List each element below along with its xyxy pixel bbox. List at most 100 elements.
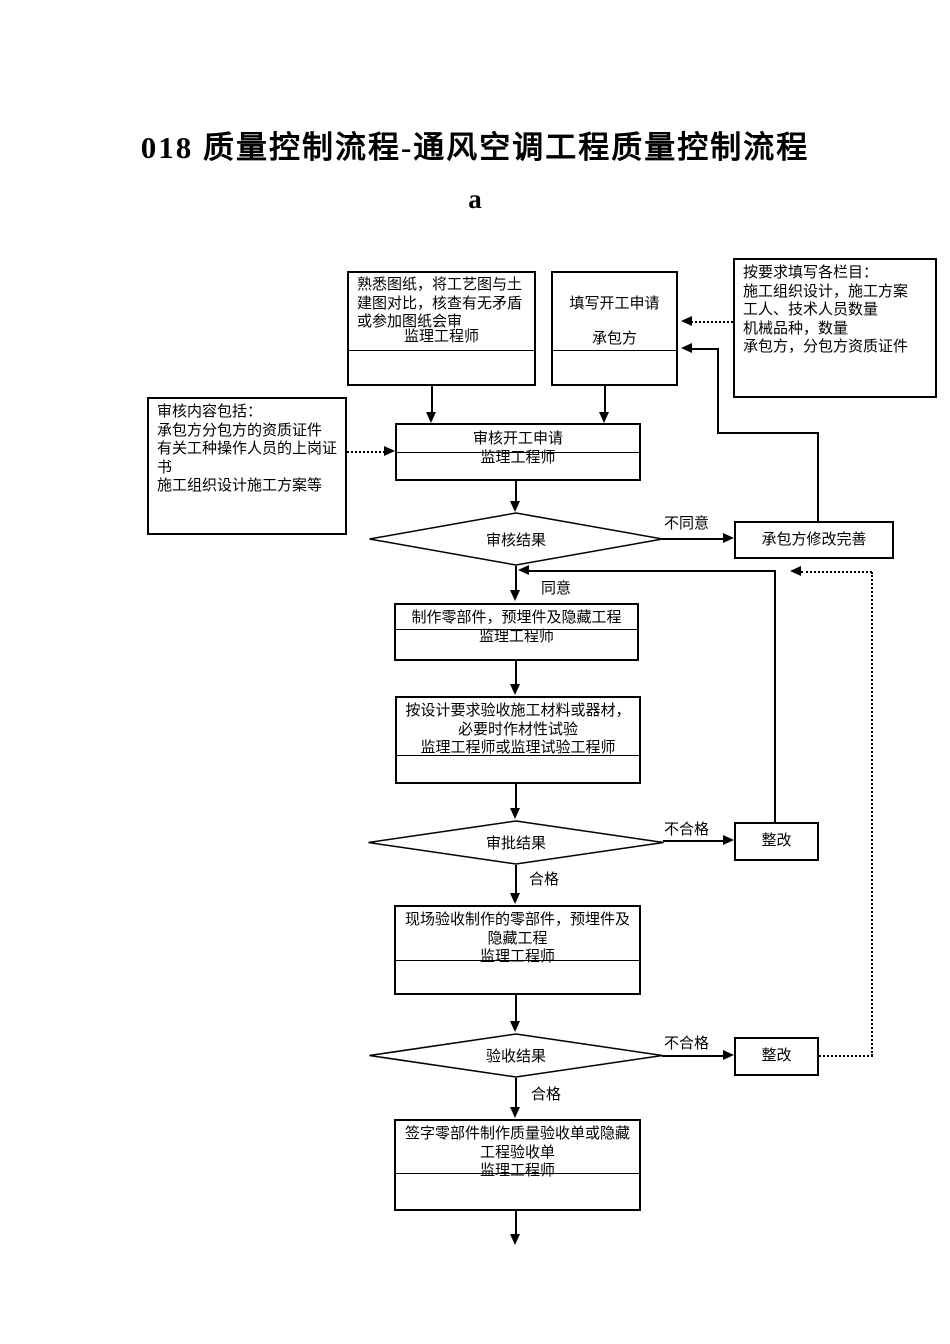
box-text-line: 或参加图纸会审 (357, 314, 463, 330)
decision-approval-result: 审批结果 (367, 820, 665, 865)
feedback-modify-horizontal-2 (691, 348, 719, 350)
connector-pass-to-site (515, 865, 517, 894)
box-divider (349, 350, 534, 351)
flow-box-rectify-1: 整改 (734, 822, 819, 861)
note-text-line: 承包方分包方的资质证件 (157, 422, 323, 439)
diamond-shape (368, 820, 664, 865)
box-text-line: 熟悉图纸，将工艺图与土 (357, 277, 523, 293)
box-text-line: 现场验收制作的零部件，预埋件及 (404, 912, 630, 928)
feedback-rectify-1-horizontal (528, 570, 776, 572)
decision-review-result: 审核结果 (368, 512, 664, 566)
arrowhead-down (510, 684, 520, 695)
connector-sign-to-next (515, 1211, 517, 1236)
decision-label: 验收结果 (485, 1049, 546, 1065)
edge-label-fail-2: 不合格 (664, 1036, 710, 1052)
flow-box-site-acceptance: 现场验收制作的零部件，预埋件及 隐藏工程 监理工程师 (394, 905, 641, 995)
box-divider (397, 755, 639, 756)
flow-box-fill-application: 填写开工申请 承包方 (551, 271, 678, 386)
box-divider (396, 1173, 639, 1174)
box-role-line: 监理工程师 (479, 949, 555, 965)
connector-disagree-to-modify (662, 538, 724, 540)
box-role-line: 监理工程师 (478, 628, 554, 645)
arrowhead-down (510, 893, 520, 904)
feedback-rectify-2-horizontal-low (819, 1055, 873, 1057)
box-divider (396, 629, 637, 630)
arrowhead-left (518, 565, 529, 575)
edge-label-pass-2: 合格 (531, 1087, 562, 1103)
connector-note-to-apply (691, 321, 733, 323)
arrowhead-right (723, 835, 734, 845)
box-text-line: 制作零部件，预埋件及隐藏工程 (411, 610, 622, 626)
box-role-line: 监理工程师 (403, 329, 479, 345)
flow-box-contractor-revise: 承包方修改完善 (734, 521, 894, 559)
arrowhead-down (510, 1107, 520, 1118)
box-text-line: 必要时作材性试验 (457, 721, 578, 738)
connector-fabricate-to-inspect (515, 661, 517, 685)
arrowhead-left (681, 316, 692, 326)
decision-label: 审核结果 (485, 532, 546, 549)
connector-fail-to-rectify-1 (663, 840, 724, 842)
edge-label-disagree: 不同意 (664, 516, 710, 532)
connector-review-to-decision (515, 481, 517, 503)
note-text-line: 书 (157, 459, 173, 476)
edge-label-agree: 同意 (541, 581, 572, 597)
connector-inspect-to-approval (515, 784, 517, 809)
note-text-line: 按要求填写各栏目： (743, 265, 879, 281)
arrowhead-left (790, 566, 801, 576)
flow-box-fabricate-parts: 制作零部件，预埋件及隐藏工程 监理工程师 (394, 603, 639, 661)
note-box-review-content: 审核内容包括： 承包方分包方的资质证件 有关工种操作人员的上岗证 书 施工组织设… (147, 397, 347, 535)
note-text-line: 机械品种，数量 (743, 320, 849, 337)
box-text-line: 审核开工申请 (472, 431, 563, 447)
arrowhead-down (510, 1234, 520, 1245)
box-role-line: 监理工程师 (479, 1163, 555, 1179)
arrowhead-down (510, 501, 520, 512)
flow-box-review-application: 审核开工申请 监理工程师 (395, 423, 641, 481)
arrowhead-down (599, 412, 609, 423)
connector-apply-to-review (604, 386, 606, 414)
note-box-form-requirements: 按要求填写各栏目： 施工组织设计，施工方案 工人、技术人员数量 机械品种，数量 … (733, 258, 937, 398)
box-text-line: 整改 (761, 1048, 792, 1065)
note-text-line: 审核内容包括： (157, 404, 263, 420)
connector-familiarize-to-review (431, 386, 433, 414)
feedback-modify-vertical-1 (817, 433, 819, 521)
box-role-line: 监理工程师 (480, 449, 556, 466)
box-text-line: 隐藏工程 (487, 930, 548, 947)
connector-pass-to-sign (515, 1078, 517, 1108)
edge-label-fail-1: 不合格 (664, 822, 710, 838)
arrowhead-right (723, 533, 734, 543)
box-divider (396, 960, 639, 961)
connector-site-to-acceptance (515, 995, 517, 1022)
box-text-line: 工程验收单 (479, 1144, 555, 1161)
box-text-line: 按设计要求验收施工材料或器材， (405, 703, 631, 719)
flow-box-familiarize-drawings: 熟悉图纸，将工艺图与土 建图对比，核查有无矛盾 或参加图纸会审 监理工程师 (347, 271, 536, 386)
arrowhead-left (681, 343, 692, 353)
page-subtitle: a (468, 184, 482, 214)
diamond-shape (369, 512, 663, 566)
feedback-rectify-2-vertical (871, 572, 873, 1056)
note-text-line: 承包方，分包方资质证件 (743, 339, 909, 355)
feedback-modify-vertical-2 (717, 349, 719, 434)
note-text-line: 施工组织设计，施工方案 (743, 283, 909, 300)
box-role-line: 承包方 (591, 331, 637, 347)
box-text-line: 整改 (761, 833, 792, 850)
flow-box-inspect-materials: 按设计要求验收施工材料或器材， 必要时作材性试验 监理工程师或监理试验工程师 (395, 696, 641, 784)
flow-box-rectify-2: 整改 (734, 1037, 819, 1076)
note-text-line: 施工组织设计施工方案等 (157, 478, 323, 494)
connector-agree-to-fabricate (515, 566, 517, 592)
arrowhead-down (426, 412, 436, 423)
edge-label-pass-1: 合格 (529, 872, 560, 888)
diamond-shape (369, 1033, 663, 1078)
arrowhead-right (384, 446, 395, 456)
arrowhead-down (510, 1021, 520, 1032)
flow-box-sign-acceptance: 签字零部件制作质量验收单或隐藏 工程验收单 监理工程师 (394, 1119, 641, 1211)
decision-label: 审批结果 (485, 836, 546, 852)
box-text-line: 建图对比，核查有无矛盾 (357, 295, 523, 312)
feedback-rectify-2-horizontal-top (801, 571, 872, 573)
decision-acceptance-result: 验收结果 (368, 1033, 664, 1078)
box-role-line: 监理工程师或监理试验工程师 (420, 740, 616, 756)
box-divider (553, 350, 676, 351)
box-text-line: 填写开工申请 (569, 296, 660, 312)
note-text-line: 工人、技术人员数量 (743, 302, 879, 318)
connector-note-to-review (347, 451, 385, 453)
